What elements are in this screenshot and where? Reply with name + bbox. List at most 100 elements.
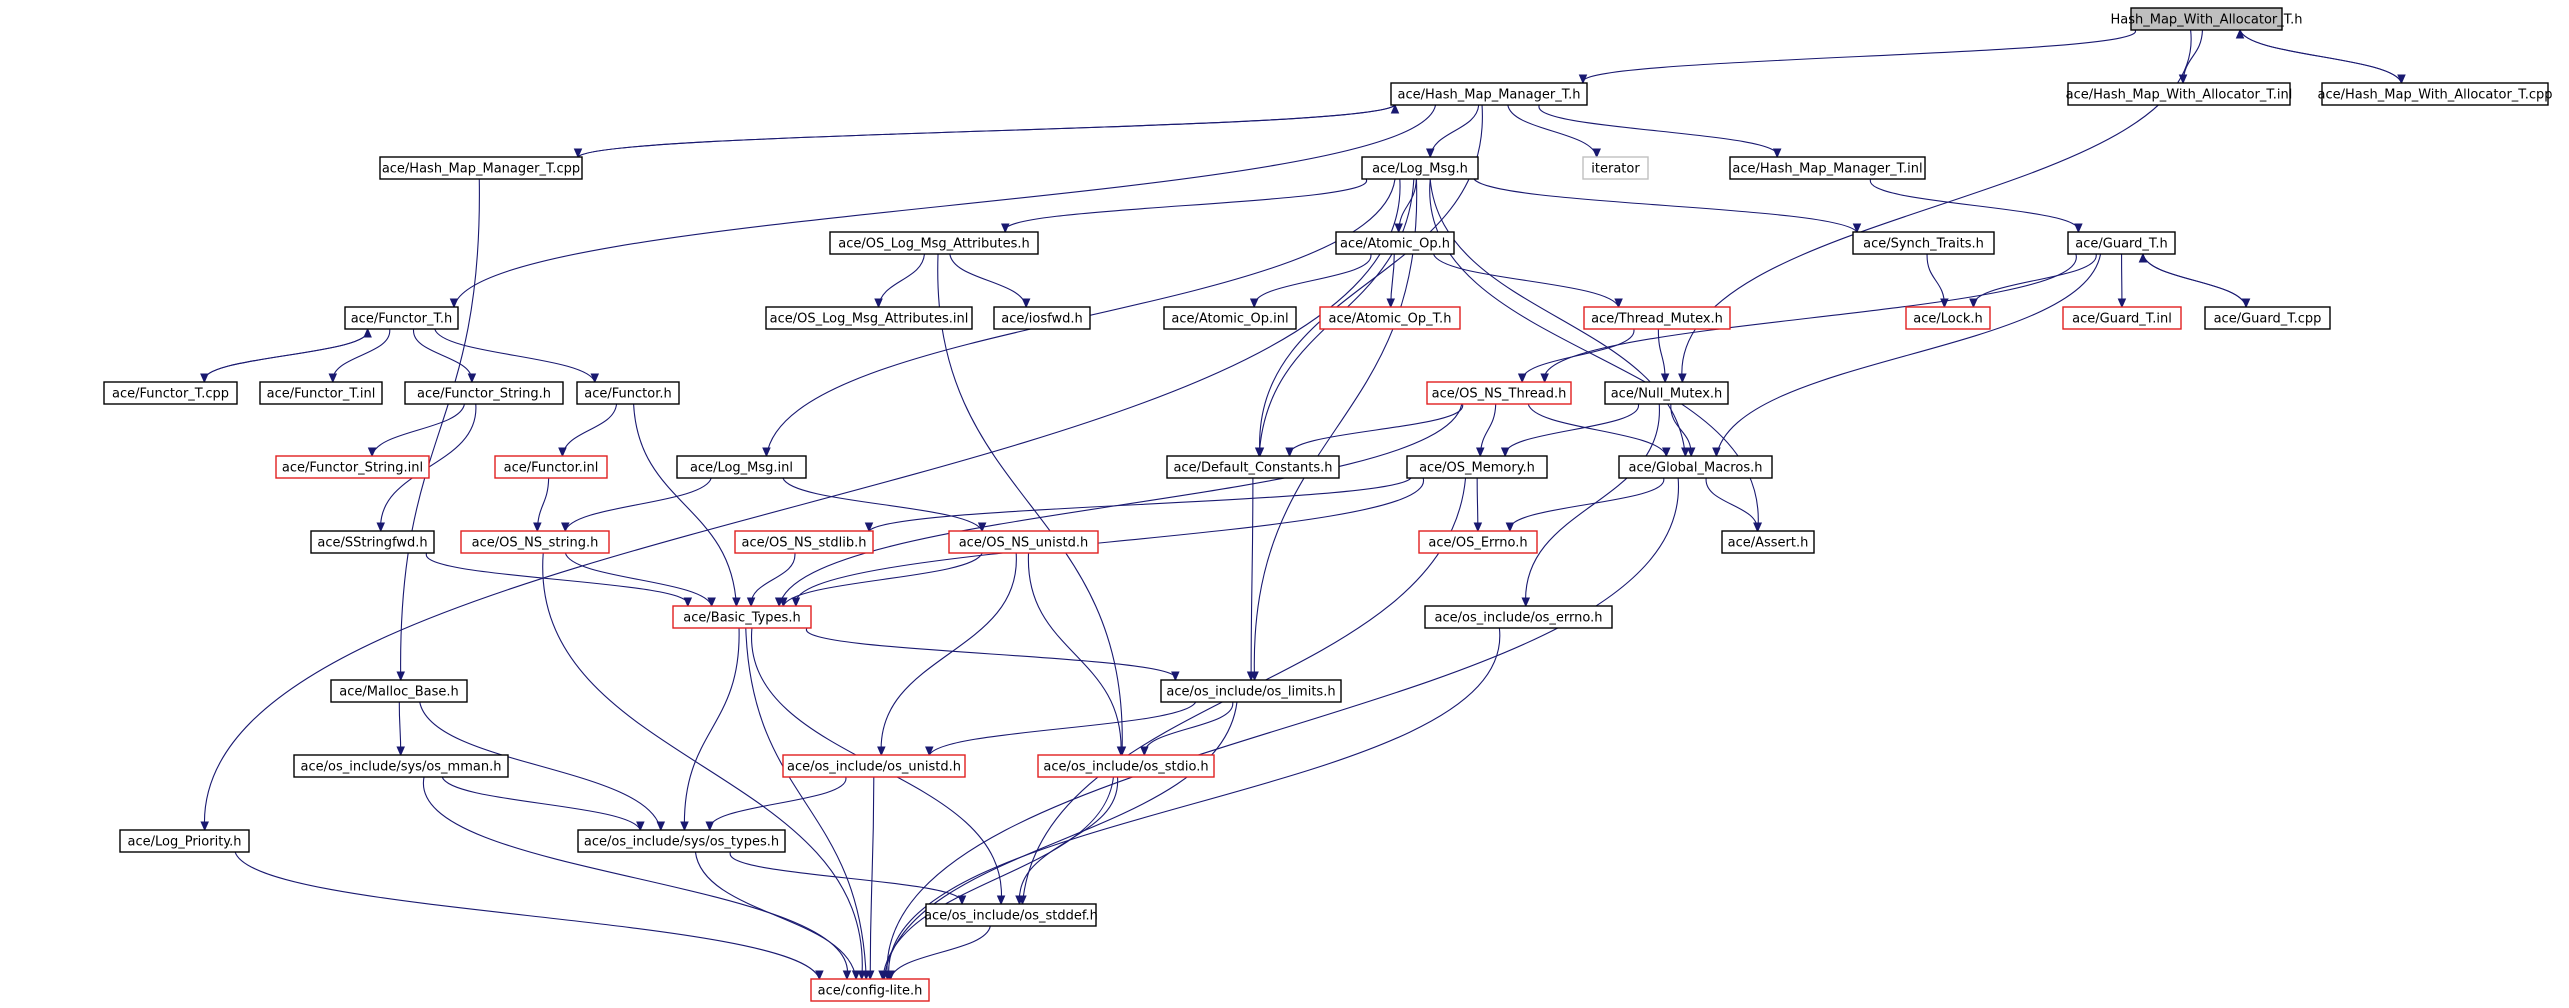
node-box — [1160, 679, 1342, 703]
edge-os_ns_unistd-to-basic_types — [782, 552, 983, 607]
node-osi-stdio[interactable]: ace/os_include/os_stdio.h — [1037, 754, 1215, 778]
node-basic-types[interactable]: ace/Basic_Types.h — [672, 605, 812, 629]
arrowhead-iterator — [1592, 148, 1601, 159]
node-config-lite[interactable]: ace/config-lite.h — [810, 978, 930, 1002]
edge-logmsg_h-to-log_priority — [204, 178, 1401, 831]
node-log-priority[interactable]: ace/Log_Priority.h — [119, 829, 250, 853]
node-iosfwd[interactable]: ace/iosfwd.h — [993, 306, 1091, 330]
node-functor-t-cpp[interactable]: ace/Functor_T.cpp — [103, 381, 238, 405]
node-hmm-cpp[interactable]: ace/Hash_Map_Manager_T.cpp — [379, 156, 583, 180]
node-os-ns-unistd[interactable]: ace/OS_NS_unistd.h — [948, 530, 1099, 554]
edge-functor_h-to-functor_inl — [561, 403, 618, 457]
node-functor-inl[interactable]: ace/Functor.inl — [494, 455, 608, 479]
node-functor-t-h[interactable]: ace/Functor_T.h — [344, 306, 459, 330]
node-os-ns-string[interactable]: ace/OS_NS_string.h — [460, 530, 610, 554]
node-os-errno[interactable]: ace/OS_Errno.h — [1418, 530, 1538, 554]
node-hmwa-inl[interactable]: ace/Hash_Map_With_Allocator_T.inl — [2066, 82, 2293, 106]
edge-osi_sys_types-to-osi_stddef — [729, 851, 963, 905]
node-atomic-inl[interactable]: ace/Atomic_Op.inl — [1163, 306, 1297, 330]
node-hmwa-cpp[interactable]: ace/Hash_Map_With_Allocator_T.cpp — [2318, 82, 2553, 106]
arrowhead-basic_types — [707, 597, 716, 608]
edge-malloc_base-to-osi_sys_types — [419, 701, 662, 831]
edge-osi_sys_mman-to-osi_sys_types — [441, 776, 641, 831]
node-functor-h[interactable]: ace/Functor.h — [576, 381, 680, 405]
node-label: ace/Functor.h — [584, 387, 671, 402]
node-os-ns-stdlib[interactable]: ace/OS_NS_stdlib.h — [734, 530, 874, 554]
arrowhead-atomic_h — [1394, 223, 1403, 234]
node-osi-sys-mman[interactable]: ace/os_include/sys/os_mman.h — [293, 754, 509, 778]
node-osi-limits[interactable]: ace/os_include/os_limits.h — [1160, 679, 1342, 703]
node-malloc-base[interactable]: ace/Malloc_Base.h — [330, 679, 468, 703]
node-functor-string-h[interactable]: ace/Functor_String.h — [404, 381, 564, 405]
node-synch-h[interactable]: ace/Synch_Traits.h — [1852, 231, 1995, 255]
node-guard-h[interactable]: ace/Guard_T.h — [2067, 231, 2176, 255]
arrowhead-config_lite — [886, 970, 895, 981]
edge-basic_types-to-osi_sys_types — [683, 627, 740, 831]
node-global-macros[interactable]: ace/Global_Macros.h — [1618, 455, 1773, 479]
node-thread-mutex[interactable]: ace/Thread_Mutex.h — [1583, 306, 1731, 330]
node-box — [1037, 754, 1215, 778]
node-functor-string-inl[interactable]: ace/Functor_String.inl — [275, 455, 430, 479]
arrowhead-os_errno — [1505, 522, 1515, 533]
node-label: ace/Functor_String.inl — [282, 461, 423, 476]
edge-os_ns_unistd-to-osi_unistd — [880, 552, 1017, 756]
node-root[interactable]: Hash_Map_With_Allocator_T.h — [2110, 7, 2303, 31]
arrowhead-guard_h — [2138, 252, 2148, 263]
node-os-memory[interactable]: ace/OS_Memory.h — [1406, 455, 1548, 479]
node-box — [948, 530, 1099, 554]
arrowhead-functor_t_h — [363, 327, 372, 338]
node-null-mutex[interactable]: ace/Null_Mutex.h — [1604, 381, 1729, 405]
node-osi-stddef[interactable]: ace/os_include/os_stddef.h — [924, 903, 1098, 927]
edge-os_ns_string-to-config_lite — [542, 552, 863, 980]
arrowhead-logmsg_inl — [762, 447, 771, 458]
arrowhead-osi_stddef — [1015, 895, 1024, 906]
arrowhead-functor_string_inl — [367, 447, 377, 458]
arrowhead-sstringfwd — [376, 522, 385, 533]
node-box — [119, 829, 250, 853]
node-osi-errno[interactable]: ace/os_include/os_errno.h — [1424, 605, 1613, 629]
node-guard-cpp[interactable]: ace/Guard_T.cpp — [2204, 306, 2331, 330]
node-label: ace/OS_NS_string.h — [472, 536, 599, 551]
edge-osi_limits-to-osi_stdio — [1143, 701, 1234, 756]
node-os-ns-thread[interactable]: ace/OS_NS_Thread.h — [1426, 381, 1572, 405]
node-oslma-h[interactable]: ace/OS_Log_Msg_Attributes.h — [829, 231, 1039, 255]
arrowhead-global_macros — [1681, 447, 1690, 458]
node-label: ace/OS_NS_unistd.h — [959, 536, 1089, 551]
arrowhead-config_lite — [842, 970, 852, 981]
arrowhead-osi_sys_types — [656, 821, 666, 832]
node-osi-sys-types[interactable]: ace/os_include/sys/os_types.h — [577, 829, 786, 853]
node-sstringfwd[interactable]: ace/SStringfwd.h — [310, 530, 435, 554]
node-osi-unistd[interactable]: ace/os_include/os_unistd.h — [782, 754, 966, 778]
node-oslma-inl[interactable]: ace/OS_Log_Msg_Attributes.inl — [765, 306, 973, 330]
node-guard-inl[interactable]: ace/Guard_T.inl — [2062, 306, 2182, 330]
arrowhead-os_memory — [1500, 447, 1510, 458]
node-default-const[interactable]: ace/Default_Constants.h — [1166, 455, 1340, 479]
node-atomic-t-h[interactable]: ace/Atomic_Op_T.h — [1319, 306, 1461, 330]
arrowhead-hmm_h — [1390, 103, 1400, 114]
node-atomic-h[interactable]: ace/Atomic_Op.h — [1335, 231, 1455, 255]
node-assert-h[interactable]: ace/Assert.h — [1721, 530, 1815, 554]
arrowhead-config_lite — [815, 970, 824, 981]
node-box — [275, 455, 430, 479]
arrowhead-os_errno — [1473, 522, 1483, 533]
node-label: Hash_Map_With_Allocator_T.h — [2110, 13, 2302, 28]
node-functor-t-inl[interactable]: ace/Functor_T.inl — [259, 381, 383, 405]
arrowhead-thread_mutex — [1614, 298, 1623, 309]
edge-null_mutex-to-osi_errno — [1525, 403, 1660, 607]
arrowhead-guard_h — [2074, 223, 2083, 234]
edge-oslma_h-to-iosfwd — [949, 253, 1027, 308]
node-box — [2067, 82, 2291, 106]
node-lock-h[interactable]: ace/Lock.h — [1905, 306, 1991, 330]
node-logmsg-h[interactable]: ace/Log_Msg.h — [1361, 156, 1479, 180]
node-box — [1163, 306, 1297, 330]
edge-guard_h-to-os_ns_thread — [1544, 253, 2077, 383]
edge-hmm_inl-to-guard_h — [1870, 178, 2079, 233]
edge-global_macros-to-assert_h — [1705, 477, 1758, 532]
arrowhead-config_lite — [851, 970, 861, 981]
node-hmm-inl[interactable]: ace/Hash_Map_Manager_T.inl — [1729, 156, 1926, 180]
arrowhead-os_ns_thread — [1540, 373, 1549, 384]
node-iterator[interactable]: iterator — [1582, 156, 1649, 180]
edge-basic_types-to-osi_limits — [806, 627, 1176, 681]
node-logmsg-inl[interactable]: ace/Log_Msg.inl — [676, 455, 807, 479]
node-hmm-h[interactable]: ace/Hash_Map_Manager_T.h — [1390, 82, 1588, 106]
